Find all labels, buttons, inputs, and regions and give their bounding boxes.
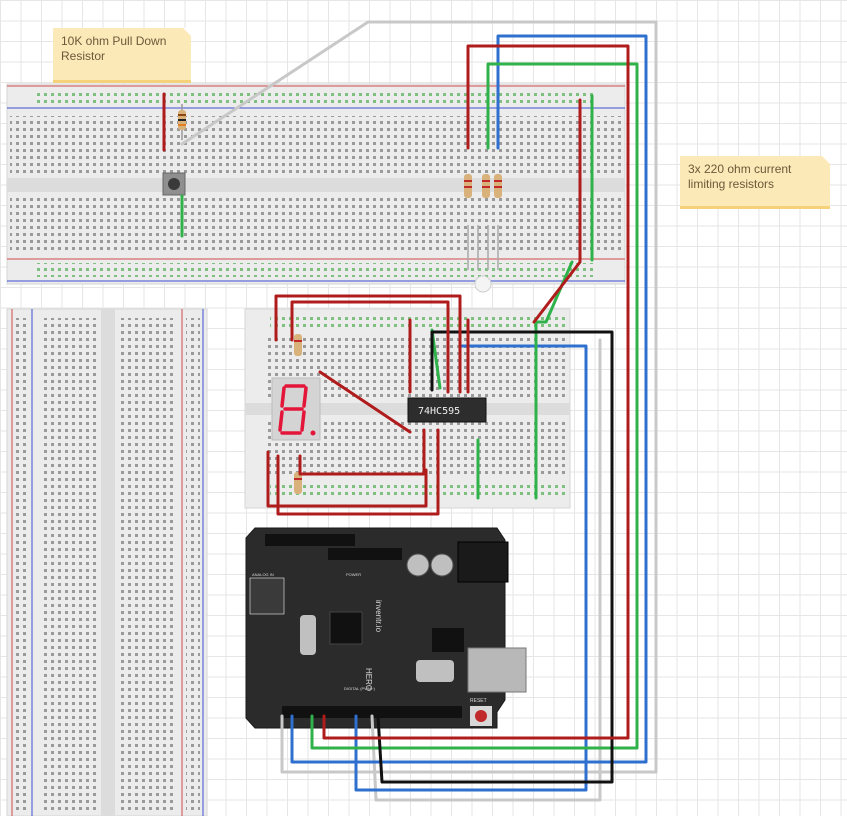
- note-pulldown: 10K ohm Pull Down Resistor: [53, 28, 191, 80]
- breadboard-top: [6, 83, 626, 285]
- wires: [162, 20, 658, 802]
- seven-segment-display: [271, 377, 321, 441]
- wire-blue-1: [290, 34, 648, 764]
- wire-green-1: [310, 62, 639, 750]
- wire-red-1: [322, 44, 630, 740]
- analog-label: ANALOG IN: [252, 572, 274, 577]
- rgb-led: [467, 225, 499, 293]
- board-brand: inventr.io: [374, 600, 383, 633]
- current-limit-resistors: [464, 174, 502, 198]
- arduino-board: inventr.io HERO RESET ANALOG IN POWER DI…: [245, 527, 527, 729]
- note-current-limit-text: 3x 220 ohm current limiting resistors: [688, 162, 792, 191]
- segment-resistors: [294, 334, 302, 494]
- wire-red-10: [298, 428, 426, 476]
- wire-red-9: [276, 428, 440, 516]
- power-label: POWER: [346, 572, 361, 577]
- push-button: [162, 172, 186, 196]
- wire-gray-2: [370, 338, 602, 802]
- wire-black-1: [376, 330, 614, 784]
- note-pulldown-text: 10K ohm Pull Down Resistor: [61, 34, 167, 63]
- wire-blue-2: [354, 344, 588, 792]
- wire-red-5: [290, 300, 450, 394]
- wire-gray-1: [180, 20, 658, 774]
- pulldown-resistor: [178, 104, 186, 140]
- breadboard-left: [6, 308, 208, 816]
- board-model: HERO: [364, 668, 373, 691]
- wire-red-4: [274, 294, 462, 394]
- shift-register-chip: 74HC595: [407, 397, 487, 423]
- chip-label: 74HC595: [418, 406, 460, 417]
- reset-label: RESET: [470, 698, 487, 704]
- wire-red-11: [266, 450, 428, 508]
- wire-red-3: [532, 98, 582, 324]
- digital-label: DIGITAL (PWM~): [344, 686, 376, 691]
- note-current-limit: 3x 220 ohm current limiting resistors: [680, 156, 830, 206]
- wire-red-6: [318, 370, 412, 434]
- wire-green-2: [534, 260, 574, 500]
